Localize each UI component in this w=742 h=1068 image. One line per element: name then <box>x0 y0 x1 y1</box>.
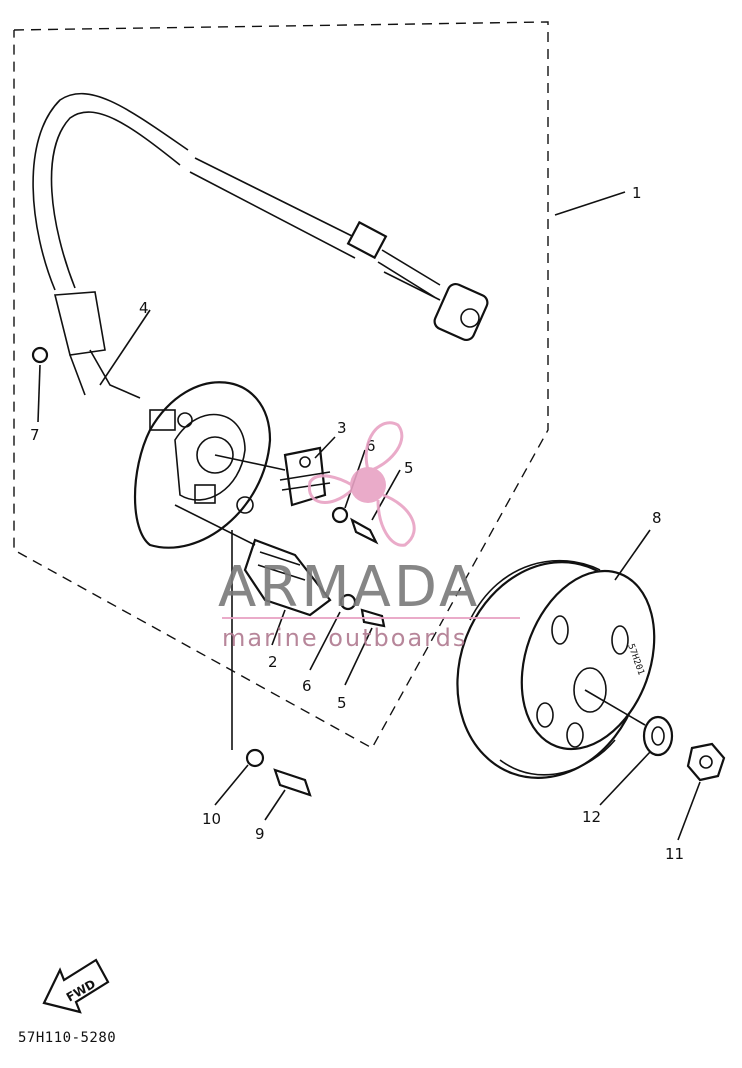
cable-harness <box>32 92 489 399</box>
callout-5-lower: 5 <box>337 694 347 712</box>
watermark-brand: ARMADA <box>218 555 480 620</box>
callout-6-lower: 6 <box>302 677 312 695</box>
pulser-coil <box>279 446 331 507</box>
fasteners <box>31 346 386 797</box>
watermark: ARMADA marine outboards <box>218 421 520 652</box>
callout-9: 9 <box>255 825 265 843</box>
watermark-tagline: marine outboards <box>222 624 467 652</box>
callout-8: 8 <box>652 509 662 527</box>
callout-10: 10 <box>202 810 221 828</box>
assembly-boundary <box>13 21 549 749</box>
callout-6-upper: 6 <box>366 437 376 455</box>
callout-3: 3 <box>337 419 347 437</box>
flywheel-nut <box>686 742 726 782</box>
fwd-arrow: FWD <box>42 958 110 1014</box>
callout-7: 7 <box>30 426 40 444</box>
callout-4: 4 <box>139 299 149 317</box>
leader-lines <box>37 191 701 841</box>
callout-12: 12 <box>582 808 601 826</box>
stator-plate <box>133 381 272 549</box>
callout-11: 11 <box>665 845 684 863</box>
callout-1: 1 <box>632 184 642 202</box>
callout-2: 2 <box>268 653 278 671</box>
flywheel: 57H201 <box>456 559 656 779</box>
drawing-code: 57H110-5280 <box>18 1030 116 1046</box>
flywheel-washer <box>642 715 674 757</box>
watermark-propeller-icon <box>307 421 416 547</box>
charge-coil <box>243 538 332 617</box>
callout-5-upper: 5 <box>404 459 414 477</box>
